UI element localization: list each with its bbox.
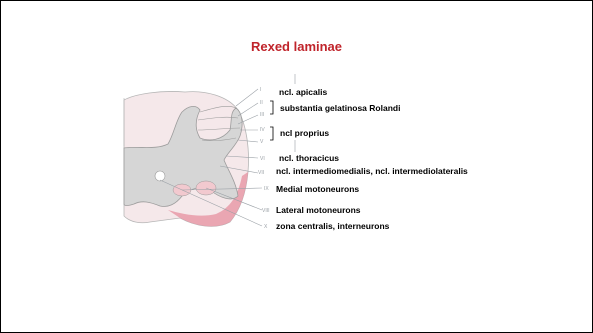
label-ncl-apicalis: ncl. apicalis [279,87,327,97]
numeral-III: III [260,112,264,118]
lamina-labels: ncl. apicalis substantia gelatinosa Rola… [276,87,468,231]
numeral-IX: IX [264,186,269,192]
numeral-IV: IV [260,127,265,133]
label-lateral-motoneurons: Lateral motoneurons [276,205,361,215]
numeral-VIII: VIII [262,208,270,214]
label-zona-centralis: zona centralis, interneurons [276,221,390,231]
numeral-II: II [260,100,263,106]
label-ncl-thoracicus: ncl. thoracicus [279,153,339,163]
label-ncl-intermedio: ncl. intermediomedialis, ncl. intermedio… [276,166,468,176]
numeral-VII: VII [258,170,264,176]
numeral-X: X [264,224,268,230]
label-ncl-proprius: ncl proprius [280,128,329,138]
numeral-VI: VI [260,156,265,162]
numeral-I: I [260,87,261,93]
spinal-cord-section [124,91,249,226]
label-substantia-gelatinosa: substantia gelatinosa Rolandi [280,103,400,113]
label-medial-motoneurons: Medial motoneurons [276,184,359,194]
numeral-V: V [260,139,264,145]
lamina-brackets [270,101,273,140]
central-canal [155,171,165,181]
lamina-numerals: I II III IV V VI VII IX VIII X [258,87,270,230]
